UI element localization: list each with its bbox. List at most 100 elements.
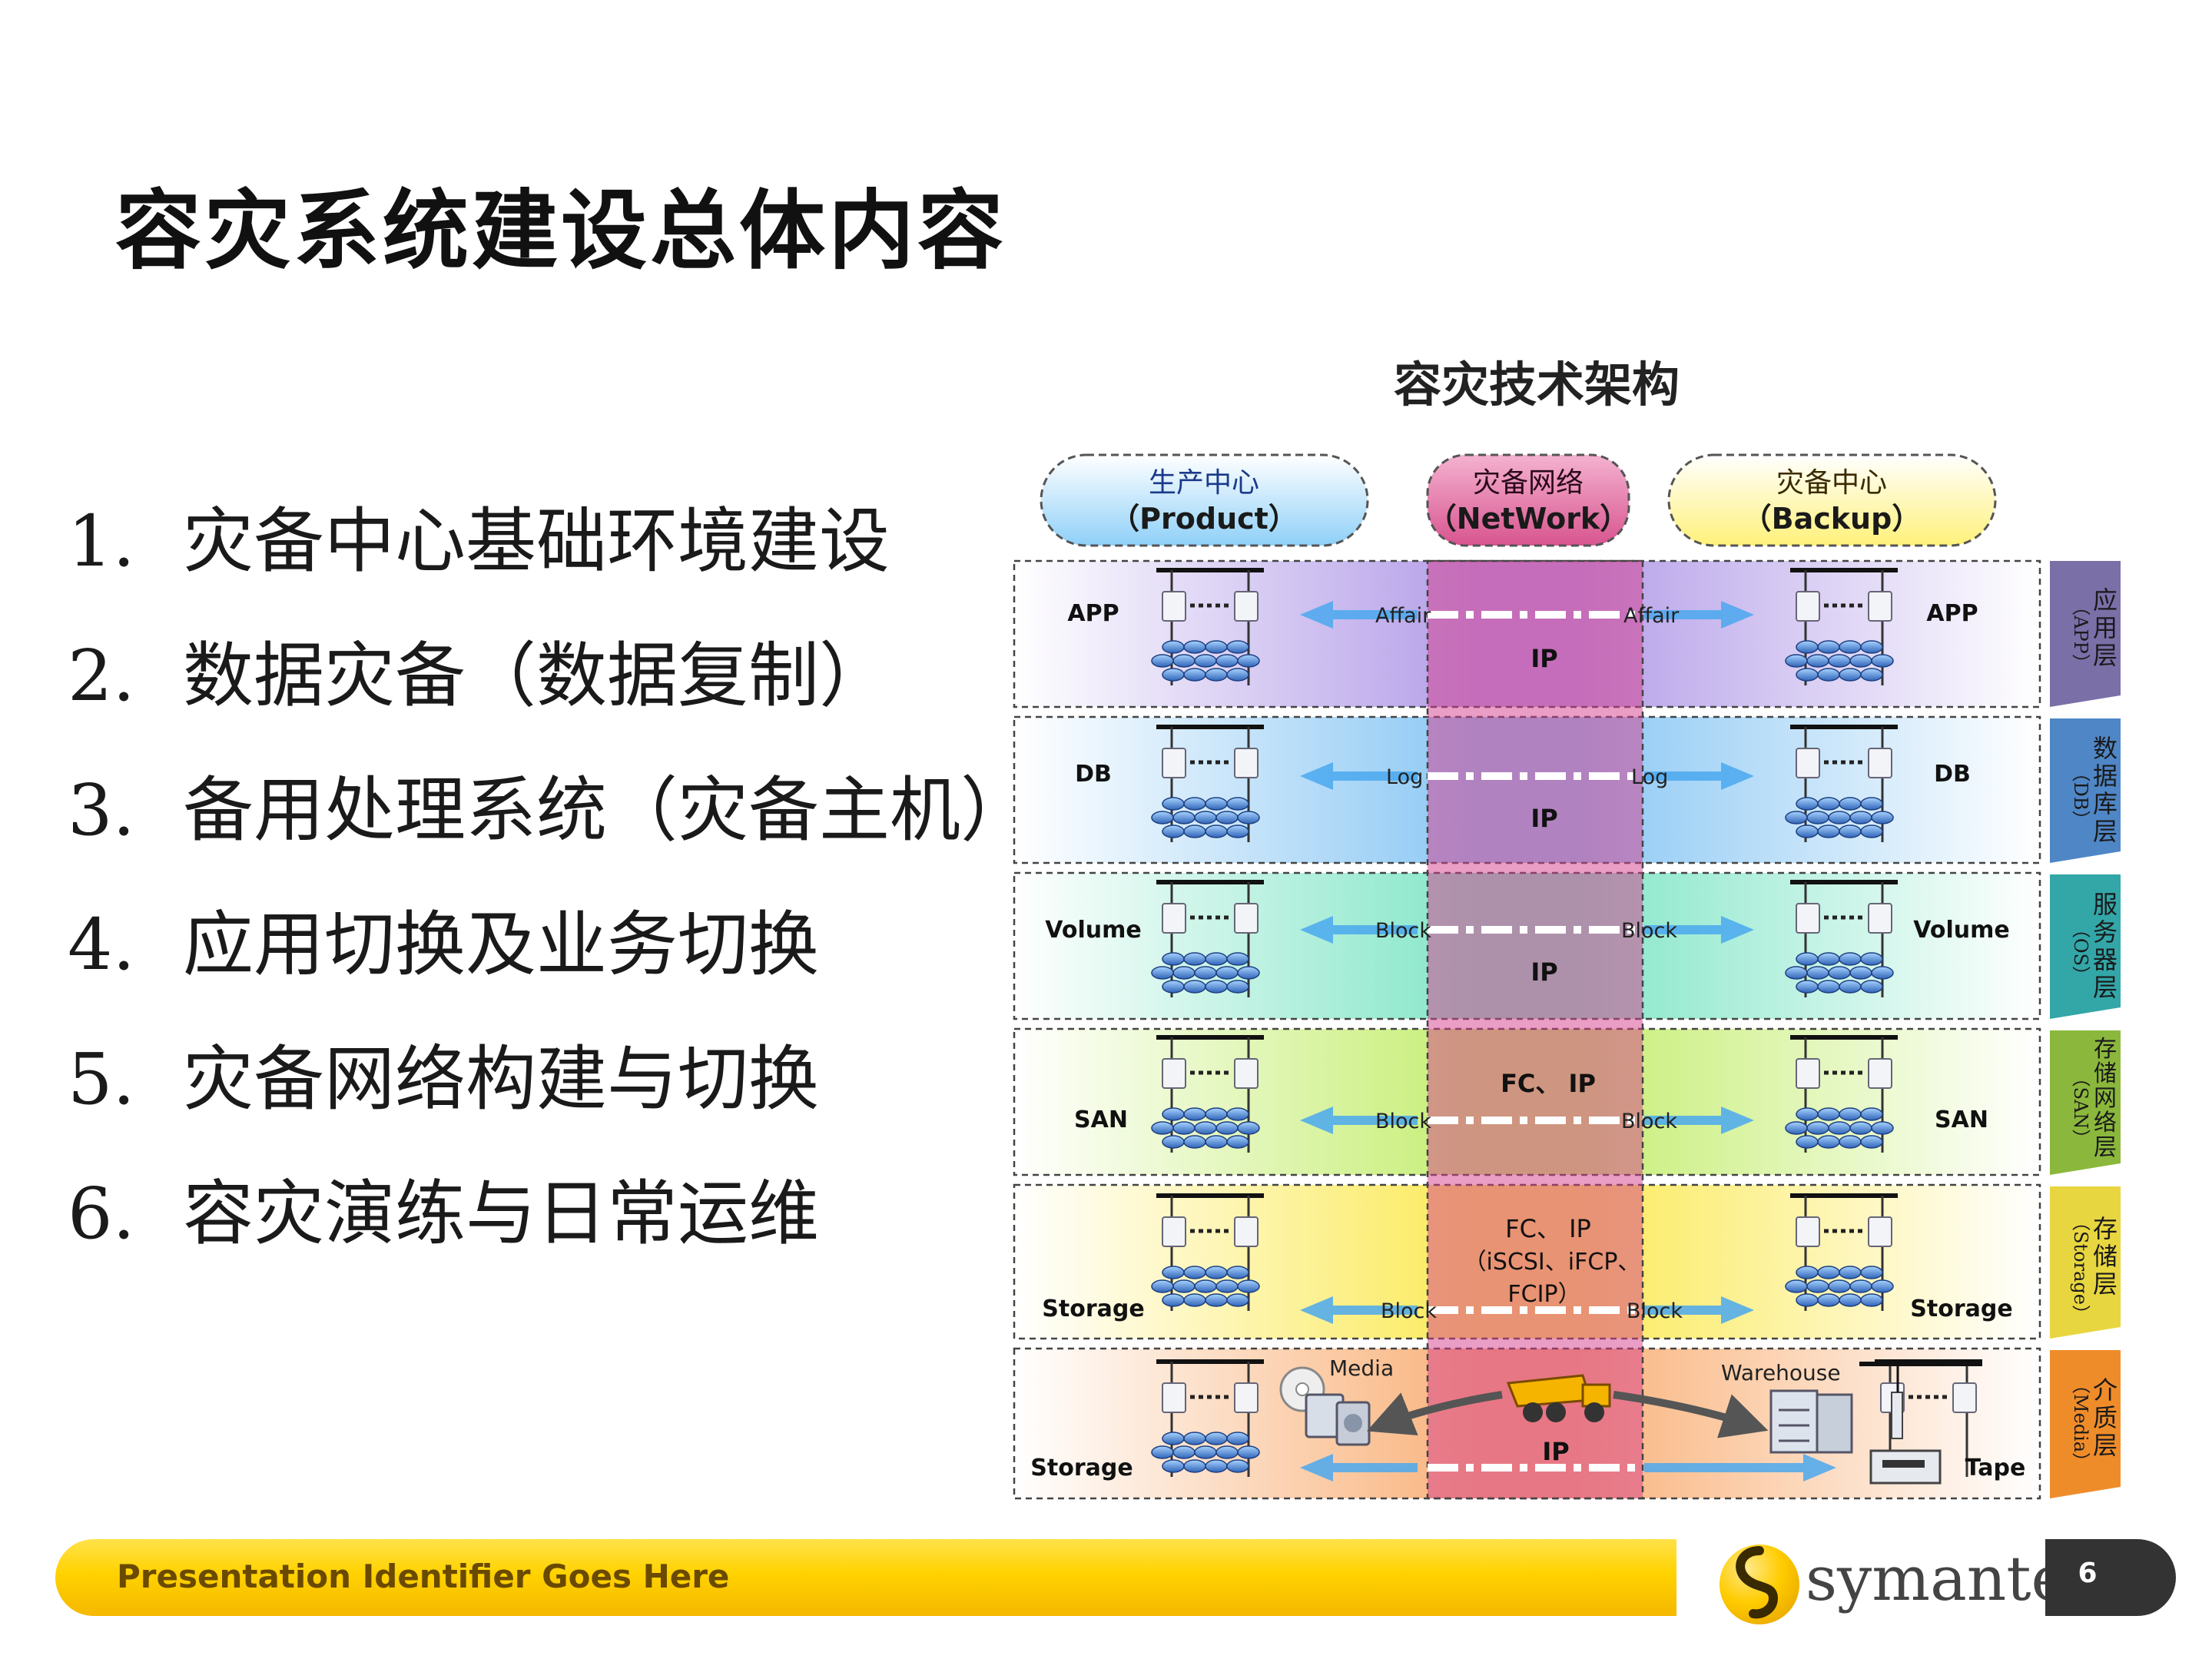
link-label-right: Log [1631, 765, 1668, 789]
server-storage-icon [1151, 880, 1264, 997]
list-item: 1.灾备中心基础环境建设 [68, 500, 890, 582]
side-tab-media: 介 质 层 （Media） [2070, 1375, 2117, 1471]
row-label-left-media: Storage [1030, 1455, 1133, 1481]
row-label-right-storage: Storage [1910, 1296, 2012, 1322]
header-product: 生产中心 （Product） [1040, 453, 1369, 547]
list-item: 5.灾备网络构建与切换 [68, 1038, 820, 1120]
network-connectors [1428, 611, 1643, 1472]
network-band [1426, 559, 1644, 1500]
svg-text:服: 服 [2093, 890, 2117, 919]
page-title: 容灾系统建设总体内容 [115, 181, 1007, 281]
server-storage-icon [1151, 1359, 1264, 1477]
header-product-cn: 生产中心 [1149, 467, 1259, 499]
media-label: Media [1329, 1355, 1394, 1381]
link-labels: Affair Affair Log Log Block Block Block … [1375, 604, 1683, 1323]
svg-text:介: 介 [2093, 1375, 2117, 1405]
server-storage-icon [1151, 1193, 1264, 1311]
list-item: 3.备用处理系统（灾备主机） [68, 769, 1032, 851]
side-tab-san: 存 储 网 络 层 （SAN） [2070, 1036, 2117, 1161]
svg-text:层: 层 [2093, 973, 2117, 1002]
svg-text:储: 储 [2094, 1060, 2117, 1087]
diagram-title: 容灾技术架构 [1394, 357, 1680, 413]
svg-text:络: 络 [2094, 1110, 2117, 1136]
svg-text:据: 据 [2093, 761, 2117, 791]
net-label-media: IP [1542, 1437, 1569, 1466]
presentation-identifier: Presentation Identifier Goes Here [117, 1558, 730, 1595]
header-backup-cn: 灾备中心 [1776, 467, 1887, 499]
svg-text:库: 库 [2093, 789, 2117, 818]
header-backup-en: （Backup） [1743, 502, 1922, 536]
net-label-san: FC、 IP [1501, 1069, 1596, 1098]
row-label-left-volume: Volume [1045, 917, 1141, 944]
row-label-right-app: APP [1926, 600, 1978, 627]
row-label-left-db: DB [1075, 761, 1112, 788]
link-arrows [1300, 601, 1836, 1481]
row-label-left-san: SAN [1074, 1107, 1128, 1133]
server-storage-icon [1785, 568, 1898, 685]
server-storage-icon [1785, 1193, 1898, 1311]
truck-icon [1506, 1374, 1611, 1422]
svg-text:用: 用 [2093, 613, 2117, 642]
svg-text:器: 器 [2093, 945, 2117, 974]
svg-text:（Media）: （Media） [2070, 1375, 2091, 1471]
row-label-right-tape: Tape [1965, 1455, 2026, 1481]
header-network-en: （NetWork） [1428, 502, 1629, 536]
net-label-storage-1: FC、 IP [1505, 1214, 1591, 1243]
svg-text:数: 数 [2093, 734, 2117, 763]
svg-text:层: 层 [2093, 817, 2117, 846]
server-storage-icon [1785, 725, 1898, 842]
network-labels: IP IP IP FC、 IP FC、 IP （iSCSI、iFCP、 FCIP… [1464, 644, 1641, 1466]
link-label-left: Affair [1375, 604, 1431, 628]
svg-text:质: 质 [2093, 1403, 2117, 1432]
warehouse-label: Warehouse [1721, 1360, 1841, 1385]
header-network-cn: 灾备网络 [1473, 467, 1584, 499]
svg-text:应: 应 [2093, 586, 2117, 615]
row-label-left-storage: Storage [1042, 1296, 1144, 1322]
link-label-right: Block [1627, 1299, 1683, 1323]
net-label-storage-3: FCIP） [1507, 1281, 1580, 1308]
side-tab-app: 应 用 层 （APP） [2070, 586, 2117, 672]
link-label-left: Log [1386, 765, 1423, 789]
list-item: 2.数据灾备（数据复制） [68, 635, 890, 717]
svg-text:务: 务 [2093, 917, 2117, 947]
svg-text:（APP）: （APP） [2070, 597, 2091, 672]
server-storage-icon [1151, 725, 1264, 842]
page-number: 6 [2078, 1558, 2098, 1589]
svg-text:存: 存 [2094, 1036, 2117, 1063]
page-number-tab: 6 [2045, 1539, 2176, 1616]
row-label-left-app: APP [1067, 600, 1119, 627]
cabinet-icon [1769, 1389, 1853, 1454]
header-network: 灾备网络 （NetWork） [1426, 453, 1630, 547]
row-labels: APP APP DB DB Volume Volume SAN SAN Stor… [1030, 600, 2025, 1481]
link-label-left: Block [1375, 1110, 1431, 1133]
link-label-right: Block [1621, 1110, 1677, 1133]
row-label-right-db: DB [1934, 761, 1971, 788]
net-label-db: IP [1530, 804, 1557, 833]
svg-text:存: 存 [2093, 1214, 2117, 1243]
link-label-left: Block [1381, 1299, 1437, 1323]
svg-text:层: 层 [2094, 1134, 2117, 1161]
link-label-right: Affair [1623, 604, 1680, 628]
side-tab-os: 服 务 器 层 （OS） [2070, 890, 2117, 1002]
svg-text:（OS）: （OS） [2070, 920, 2091, 984]
media-row-extras: Media Warehouse [1279, 1355, 1982, 1485]
net-label-os: IP [1530, 957, 1557, 987]
symantec-logo-icon [1720, 1545, 1799, 1624]
svg-text:层: 层 [2093, 641, 2117, 670]
net-label-app: IP [1530, 644, 1557, 673]
svg-text:层: 层 [2093, 1431, 2117, 1460]
header-product-en: （Product） [1110, 502, 1298, 536]
svg-text:层: 层 [2093, 1269, 2117, 1299]
side-tabs [2050, 561, 2121, 1498]
tape-drive-icon [1859, 1362, 1982, 1485]
link-label-right: Block [1621, 919, 1677, 943]
link-label-left: Block [1375, 919, 1431, 943]
svg-text:（SAN）: （SAN） [2070, 1069, 2091, 1148]
curved-arrow-right [1613, 1391, 1769, 1438]
list-item: 6.容灾演练与日常运维 [68, 1173, 820, 1255]
svg-text:储: 储 [2093, 1242, 2117, 1271]
row-label-right-san: SAN [1935, 1107, 1988, 1133]
server-storage-icon [1151, 568, 1264, 685]
curved-arrow-left [1366, 1391, 1503, 1436]
